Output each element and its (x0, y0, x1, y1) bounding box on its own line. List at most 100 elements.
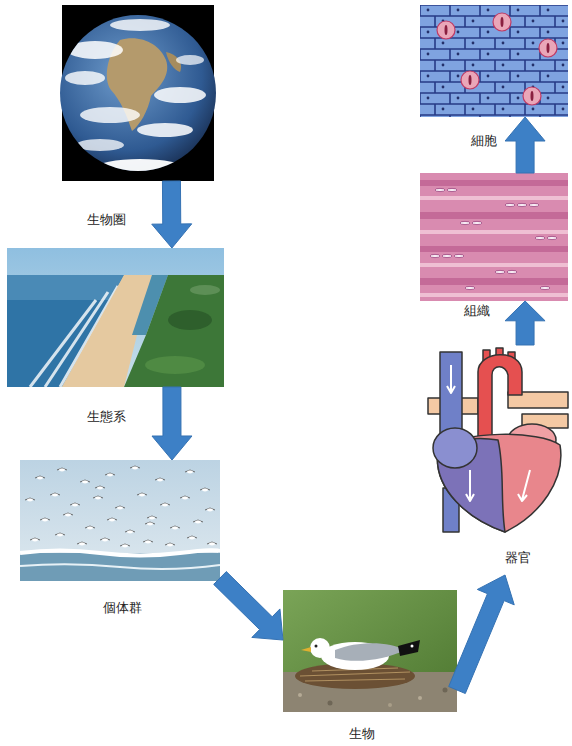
muscle-tissue-photo-part-part (535, 236, 545, 239)
heart-illustration-part (447, 365, 455, 393)
level-label-box: 生物 (349, 723, 375, 742)
coast-photo-part (7, 248, 224, 387)
flock-photo-part (185, 470, 195, 473)
muscle-tissue-photo-part-part (447, 188, 457, 191)
muscle-tissue-photo-part-part (465, 286, 475, 289)
muscle-tissue-photo-part (420, 180, 568, 186)
flow-arrow (505, 301, 545, 345)
tissue-panel: 組織 (420, 173, 568, 301)
muscle-tissue-photo-part (420, 230, 568, 234)
flock-photo-part (165, 543, 175, 546)
gull-photo (283, 590, 457, 712)
flock-photo-part (180, 496, 190, 499)
flock-photo-part (20, 550, 220, 555)
flock-photo-part (205, 508, 215, 511)
flock-photo-part (107, 518, 117, 521)
level-label: 生物 (349, 726, 375, 741)
gull-photo-part (388, 703, 392, 707)
flow-arrow (214, 572, 283, 640)
level-label: 個体群 (103, 600, 142, 615)
flock-photo-part (170, 526, 180, 529)
level-label-box: 細胞 (471, 130, 497, 149)
muscle-tissue-photo-part (420, 196, 568, 200)
muscle-tissue-photo-part (420, 263, 568, 267)
flock-photo-part (105, 473, 115, 476)
flock-photo-part (70, 503, 80, 506)
muscle-tissue-photo-part (420, 293, 568, 297)
muscle-tissue-photo-part-part (442, 254, 452, 257)
plant-cells-photo-part-part (493, 13, 511, 31)
heart-illustration-part (478, 355, 522, 440)
flow-arrow (449, 575, 515, 694)
muscle-tissue-photo-part-part (472, 221, 482, 224)
gull-photo-part (298, 693, 302, 697)
level-label-box: 生態系 (87, 406, 126, 425)
earth-photo-part-part (176, 55, 204, 65)
flock-photo-part (40, 518, 50, 521)
cells-panel: 細胞 (420, 5, 568, 117)
coast-panel: 生態系 (7, 248, 224, 387)
plant-cells-photo-part-part (547, 43, 550, 53)
gull-photo-part (283, 590, 457, 712)
flock-photo-part (20, 460, 220, 581)
gull-photo-part (335, 643, 405, 661)
flock-photo-part (193, 520, 203, 523)
flock-photo-part (63, 513, 73, 516)
flock-photo-part (93, 496, 103, 499)
gull-photo-part (301, 647, 311, 652)
flock-photo-part (145, 522, 155, 525)
flock-photo-part (207, 542, 217, 545)
flock-photo-part (200, 488, 210, 491)
muscle-tissue-photo-part-part (430, 254, 440, 257)
flock-photo-part (130, 466, 140, 469)
muscle-tissue-photo-part-part (540, 286, 550, 289)
plant-cells-photo-part (420, 5, 568, 117)
level-label: 器官 (505, 550, 531, 565)
level-label: 細胞 (471, 133, 497, 148)
muscle-tissue-photo-part (420, 173, 568, 301)
plant-cells-photo-part (445, 17, 550, 101)
muscle-tissue-photo-part-part (529, 203, 539, 206)
heart-illustration (428, 348, 568, 532)
plant-cells-photo-part-part (523, 87, 541, 105)
muscle-tissue-photo-part (420, 278, 568, 285)
level-label-box: 組織 (464, 300, 490, 319)
level-label-box: 個体群 (103, 597, 142, 616)
earth-photo-part-part (154, 87, 206, 103)
earth-photo-part-part (110, 19, 170, 31)
heart-illustration-part (466, 470, 474, 501)
earth-photo-part-part (67, 41, 123, 59)
gull-photo-part (398, 640, 420, 656)
coast-photo (7, 248, 224, 387)
earth-photo-part-part (137, 123, 193, 137)
muscle-tissue-photo-part-part (454, 254, 464, 257)
level-label: 生物圏 (87, 212, 126, 227)
gull-panel: 生物 (283, 590, 457, 712)
flow-arrow (505, 117, 545, 173)
earth-photo-part-part (96, 159, 184, 177)
flock-photo-part (25, 498, 35, 501)
flock-photo (20, 460, 220, 581)
flock-photo-part (77, 542, 87, 545)
flock-photo-part (160, 503, 170, 506)
muscle-tissue-photo-part-part (505, 203, 515, 206)
plant-cells-photo-part (437, 13, 557, 105)
heart-illustration-part (518, 470, 530, 501)
flock-photo-part (35, 476, 45, 479)
muscle-tissue-photo (420, 173, 568, 301)
heart-illustration-part (496, 404, 504, 430)
heart-panel: 器官 (425, 345, 570, 575)
gull-photo-part (411, 645, 414, 648)
plant-cells-photo-part-part (437, 21, 455, 39)
heart-illustration-part (433, 428, 477, 468)
level-label-box: 器官 (505, 547, 531, 566)
gull-photo-part (315, 645, 318, 648)
earth-panel: 生物圏 (62, 5, 214, 181)
muscle-tissue-photo-part-part (495, 270, 505, 273)
flock-photo-part (50, 493, 60, 496)
muscle-tissue-photo-part (430, 188, 557, 289)
coast-photo-part (168, 310, 212, 330)
flock-photo-part (57, 468, 67, 471)
muscle-tissue-photo-part-part (507, 270, 517, 273)
